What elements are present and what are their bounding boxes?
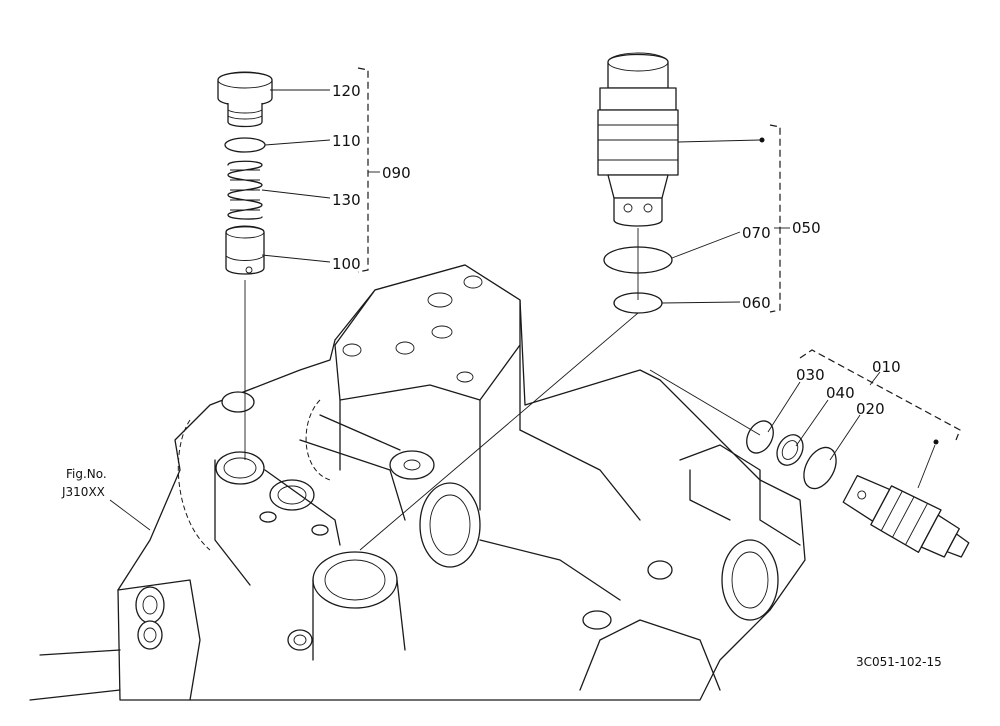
valve-cartridge-010 xyxy=(842,474,970,558)
group-bracket-050 xyxy=(769,124,781,313)
cap-plug-120 xyxy=(217,71,273,128)
label-030: 030 xyxy=(796,366,825,384)
label-110: 110 xyxy=(332,132,361,150)
relief-valve-cartridge-050 xyxy=(597,52,679,227)
label-040: 040 xyxy=(826,384,855,402)
o-ring-110 xyxy=(224,137,266,153)
spring-130 xyxy=(227,160,263,220)
valve-body xyxy=(29,264,806,701)
axis-050 xyxy=(359,312,639,551)
label-060: 060 xyxy=(742,294,771,312)
label-020: 020 xyxy=(856,400,885,418)
o-ring-070 xyxy=(603,246,673,274)
label-070: 070 xyxy=(742,224,771,242)
drawing-code: 3C051-102-15 xyxy=(856,655,942,669)
label-120: 120 xyxy=(332,82,361,100)
group-bracket-090 xyxy=(357,67,369,273)
fig-ref-leader xyxy=(109,499,151,531)
label-050: 050 xyxy=(792,219,821,237)
label-100: 100 xyxy=(332,255,361,273)
o-ring-020 xyxy=(803,446,837,490)
fig-ref-line2: J310XX xyxy=(61,485,105,499)
label-010: 010 xyxy=(872,358,901,376)
poppet-100 xyxy=(225,225,265,275)
fig-ref-line1: Fig.No. xyxy=(66,467,107,481)
axis-010 xyxy=(649,369,761,436)
group-bracket-010 xyxy=(799,349,961,441)
backup-ring-040 xyxy=(776,434,804,466)
o-ring-030 xyxy=(746,420,774,454)
label-130: 130 xyxy=(332,191,361,209)
label-090: 090 xyxy=(382,164,411,182)
